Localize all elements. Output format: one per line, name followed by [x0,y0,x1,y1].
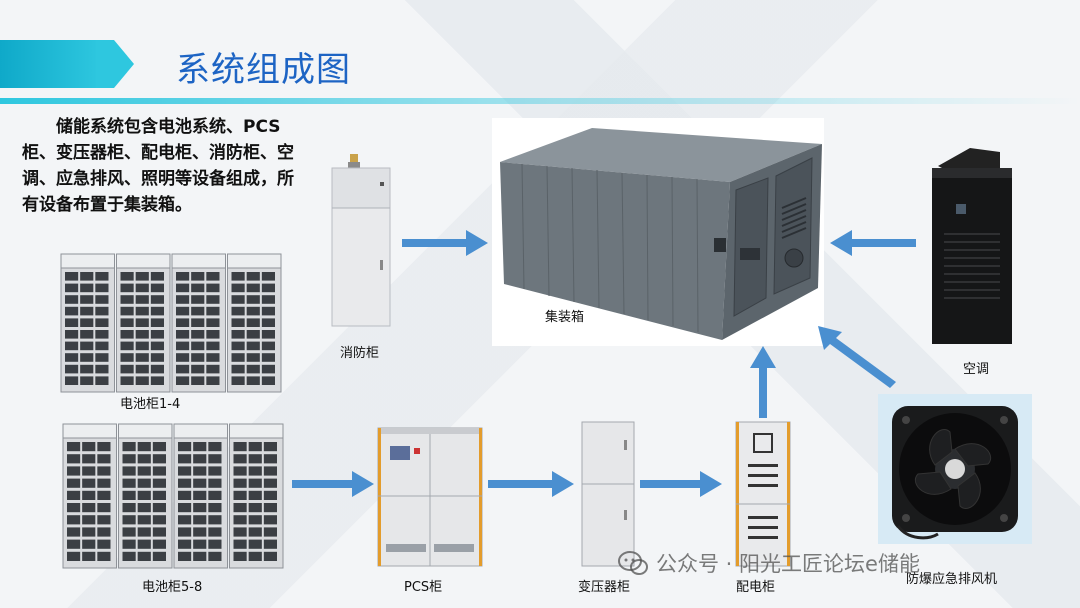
air-conditioner-image [932,148,1012,344]
transformer-cabinet-image [581,421,635,567]
container-label: 集装箱 [545,310,585,325]
intro-text: 储能系统包含电池系统、PCS柜、变压器柜、配电柜、消防柜、空调、应急排风、照明等… [22,117,294,215]
arrow-distribution-to-container [750,346,776,418]
header-line [0,98,1080,104]
air-conditioner-label: 空调 [963,362,990,377]
exhaust-fan-image [878,394,1032,544]
battery-cabinet-5-8-image [62,423,284,569]
watermark-text: 公众号 · 阳光工匠论坛e储能 [656,552,920,576]
watermark: 公众号 · 阳光工匠论坛e储能 [618,548,920,578]
fire-cabinet-label: 消防柜 [340,346,380,361]
arrow-fire-to-container [402,230,488,256]
arrow-pcs-to-transformer [488,471,574,497]
header-bar [0,40,100,88]
container-image [492,118,824,346]
transformer-cabinet-label: 变压器柜 [578,580,631,595]
header-arrow-icon [96,40,134,88]
arrow-ac-to-container [830,230,916,256]
arrow-transformer-to-distribution [640,471,722,497]
distribution-cabinet-label: 配电柜 [736,580,776,595]
pcs-cabinet-label: PCS柜 [404,580,443,595]
battery-cabinet-1-4-image [60,253,282,393]
wechat-icon [618,551,648,575]
battery-cabinet-5-8-label: 电池柜5-8 [142,580,203,595]
pcs-cabinet-image [377,427,483,567]
battery-cabinet-1-4-label: 电池柜1-4 [120,397,181,412]
page-title: 系统组成图 [176,50,351,90]
arrow-fan-to-container [818,326,896,388]
distribution-cabinet-image [735,421,791,567]
exhaust-fan-label: 防爆应急排风机 [906,572,998,587]
arrow-battery-to-pcs [292,471,374,497]
fire-cabinet-image [331,154,391,327]
